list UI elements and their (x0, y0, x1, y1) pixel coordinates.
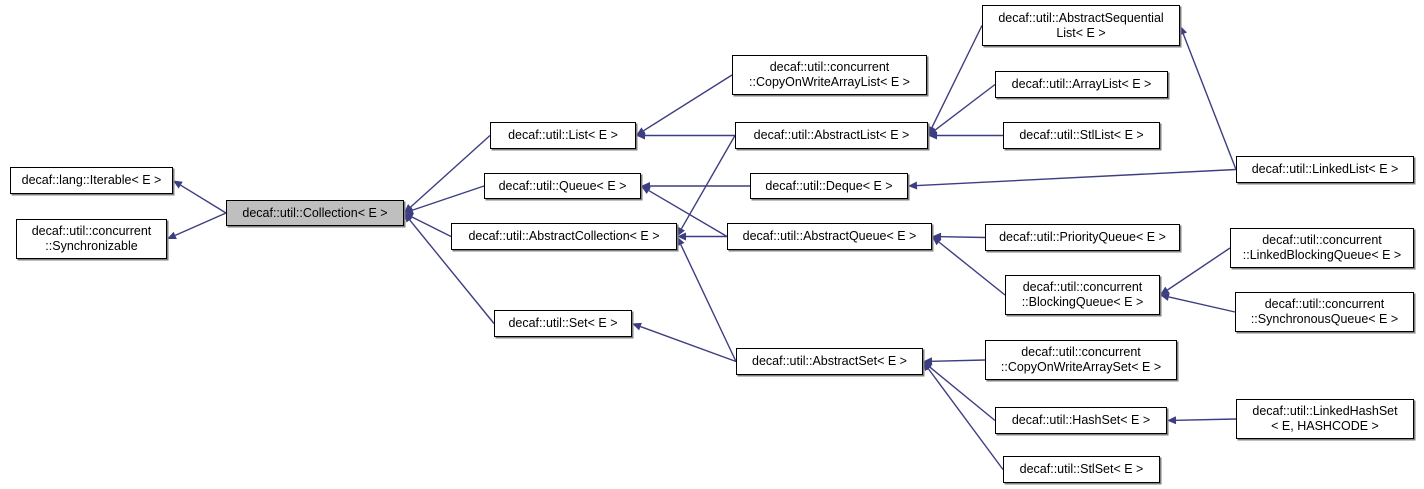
class-node-label: decaf::util::concurrent ::BlockingQueue<… (1021, 280, 1144, 309)
inheritance-edge (680, 244, 737, 362)
class-node-label: decaf::util::AbstractCollection< E > (468, 229, 660, 243)
class-node-linked-list[interactable]: decaf::util::LinkedList< E > (1236, 156, 1414, 183)
inheritance-edge (412, 185, 485, 211)
class-node-queue[interactable]: decaf::util::Queue< E > (484, 173, 641, 199)
inheritance-edge (927, 368, 1004, 470)
inheritance-arrowhead (923, 357, 933, 366)
class-node-set[interactable]: decaf::util::Set< E > (494, 310, 632, 337)
class-node-label: decaf::util::LinkedList< E > (1251, 162, 1399, 176)
inheritance-edge (1175, 418, 1237, 422)
class-node-label: decaf::util::Collection< E > (242, 205, 388, 220)
class-node-copy-on-write-array-set[interactable]: decaf::util::concurrent ::CopyOnWriteArr… (985, 340, 1177, 380)
inheritance-arrowhead (404, 213, 413, 223)
class-node-label: decaf::util::Queue< E > (498, 178, 627, 193)
inheritance-edge (934, 83, 996, 131)
class-node-label: decaf::util::concurrent ::CopyOnWriteArr… (749, 60, 910, 89)
inheritance-arrowhead (677, 232, 686, 241)
inheritance-arrowhead (677, 226, 685, 237)
inheritance-edge (1168, 296, 1236, 313)
inheritance-arrowhead (928, 131, 937, 140)
class-node-label: decaf::util::concurrent ::CopyOnWriteArr… (1000, 345, 1162, 374)
class-node-label: decaf::util::LinkedHashSet < E, HASHCODE… (1252, 404, 1398, 433)
class-node-linked-hash-set[interactable]: decaf::util::LinkedHashSet < E, HASHCODE… (1236, 399, 1414, 439)
inheritance-arrowhead (932, 232, 942, 241)
inheritance-arrowhead (173, 180, 183, 189)
inheritance-edge (1167, 247, 1231, 291)
class-node-label: decaf::util::AbstractQueue< E > (742, 229, 917, 243)
class-node-abstract-set[interactable]: decaf::util::AbstractSet< E > (736, 348, 923, 375)
inheritance-arrowhead (908, 181, 918, 190)
inheritance-arrowhead (641, 182, 650, 190)
inheritance-edge (916, 168, 1237, 187)
inheritance-edge (410, 134, 491, 208)
class-node-synchronizable[interactable]: decaf::util::concurrent ::Synchronizable (16, 219, 167, 259)
class-node-hash-set[interactable]: decaf::util::HashSet< E > (995, 407, 1167, 434)
inheritance-arrowhead (677, 236, 685, 247)
class-node-label: decaf::util::AbstractSet< E > (752, 354, 907, 368)
inheritance-arrowhead (928, 125, 936, 136)
class-node-label: decaf::util::AbstractList< E > (753, 128, 910, 142)
inheritance-arrowhead (641, 186, 651, 195)
class-node-synchronous-queue[interactable]: decaf::util::concurrent ::SynchronousQue… (1235, 292, 1414, 332)
inheritance-arrowhead (167, 231, 177, 240)
inheritance-arrowhead (632, 322, 642, 331)
class-node-stl-list[interactable]: decaf::util::StlList< E > (1003, 122, 1160, 149)
inheritance-edge (174, 212, 227, 237)
class-node-abstract-collection[interactable]: decaf::util::AbstractCollection< E > (451, 223, 677, 250)
class-node-deque[interactable]: decaf::util::Deque< E > (750, 173, 908, 199)
inheritance-edge (1182, 33, 1237, 170)
class-node-stl-set[interactable]: decaf::util::StlSet< E > (1003, 456, 1160, 483)
inheritance-arrowhead (923, 361, 933, 371)
inheritance-arrowhead (404, 204, 414, 213)
class-node-label: decaf::util::PriorityQueue< E > (999, 230, 1166, 244)
inheritance-edge (931, 25, 983, 128)
inheritance-edge (680, 135, 736, 230)
class-node-priority-queue[interactable]: decaf::util::PriorityQueue< E > (985, 224, 1180, 251)
class-node-abstract-list[interactable]: decaf::util::AbstractList< E > (735, 122, 928, 149)
inheritance-edge (940, 235, 986, 239)
class-node-blocking-queue[interactable]: decaf::util::concurrent ::BlockingQueue<… (1005, 275, 1160, 315)
class-node-label: decaf::util::Deque< E > (765, 178, 893, 193)
inheritance-arrowhead (1160, 293, 1170, 301)
class-node-label: decaf::util::List< E > (508, 128, 618, 142)
class-node-label: decaf::util::ArrayList< E > (1011, 77, 1152, 91)
class-node-linked-blocking-queue[interactable]: decaf::util::concurrent ::LinkedBlocking… (1230, 228, 1414, 268)
class-node-label: decaf::util::StlSet< E > (1019, 462, 1144, 476)
inheritance-arrowhead (928, 126, 938, 136)
class-node-list[interactable]: decaf::util::List< E > (490, 122, 636, 149)
class-node-label: decaf::util::concurrent ::SynchronousQue… (1250, 297, 1399, 326)
inheritance-arrowhead (1167, 416, 1177, 425)
class-node-copy-on-write-array-list[interactable]: decaf::util::concurrent ::CopyOnWriteArr… (732, 55, 927, 95)
inheritance-arrowhead (636, 131, 645, 140)
class-node-label: decaf::lang::Iterable< E > (21, 173, 162, 187)
class-node-array-list[interactable]: decaf::util::ArrayList< E > (995, 71, 1168, 98)
inheritance-edge (411, 216, 452, 238)
inheritance-arrowhead (1160, 286, 1170, 295)
class-node-iterable[interactable]: decaf::lang::Iterable< E > (10, 167, 173, 194)
inheritance-edge (931, 359, 986, 362)
inheritance-edge (643, 74, 733, 132)
class-node-abstract-queue[interactable]: decaf::util::AbstractQueue< E > (727, 223, 932, 250)
inheritance-arrowhead (404, 213, 414, 221)
inheritance-arrowhead (923, 361, 932, 372)
inheritance-edge (180, 184, 227, 214)
inheritance-arrowhead (404, 206, 414, 214)
class-node-label: decaf::util::concurrent ::LinkedBlocking… (1242, 233, 1402, 262)
class-node-label: decaf::util::Set< E > (508, 316, 618, 330)
class-node-collection[interactable]: decaf::util::Collection< E > (226, 200, 404, 226)
class-node-label: decaf::util::concurrent ::Synchronizable (31, 224, 152, 253)
inheritance-arrowhead (636, 127, 646, 136)
inheritance-edge (640, 325, 737, 363)
inheritance-arrowhead (932, 236, 942, 246)
class-node-label: decaf::util::StlList< E > (1019, 128, 1144, 142)
inheritance-arrowhead (1179, 25, 1187, 36)
class-node-label: decaf::util::AbstractSequential List< E … (998, 10, 1164, 40)
class-node-abstract-sequential-list[interactable]: decaf::util::AbstractSequential List< E … (982, 5, 1180, 46)
class-node-label: decaf::util::HashSet< E > (1011, 413, 1151, 427)
